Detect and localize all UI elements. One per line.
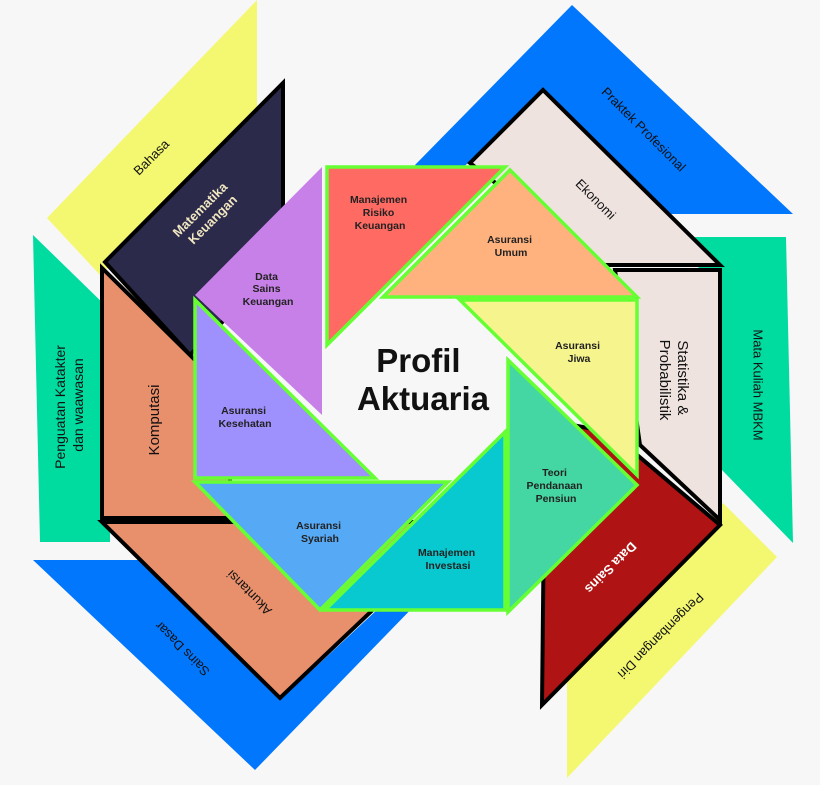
dsk-label: Data Sains Keuangan: [243, 271, 294, 308]
title-line1: Profil: [376, 342, 460, 379]
pensiun-shape: [506, 355, 640, 617]
syariah-shape: [190, 480, 453, 613]
kesehatan-shape: [193, 295, 380, 480]
syariah-line2: Syariah: [301, 533, 339, 545]
jiwa-line1: Asuransi: [555, 340, 600, 352]
risiko-line1: Manajemen: [350, 194, 407, 206]
risiko-shape: [325, 165, 510, 350]
pensiun-line2: Pendanaan: [527, 480, 583, 492]
syariah-line1: Asuransi: [296, 520, 341, 532]
mbkm-label: Mata Kuliah MBKM: [751, 329, 766, 440]
statistika-label: Statistika & Probabilistik: [656, 340, 691, 421]
komputasi-label: Komputasi: [146, 385, 163, 456]
syariah-label: Asuransi Syariah: [296, 520, 344, 545]
sains-dasar-shape: [33, 560, 420, 770]
umum-shape: [378, 167, 642, 299]
jiwa-line2: Jiwa: [568, 353, 591, 365]
investasi-shape: [320, 427, 507, 612]
investasi-line1: Manajemen: [418, 547, 475, 559]
risiko-label: Manajemen Risiko Keuangan: [350, 194, 410, 232]
dsk-line2: Sains: [253, 283, 281, 295]
kesehatan-line1: Asuransi: [221, 405, 266, 417]
page-title: Profil Aktuaria: [357, 342, 490, 417]
jiwa-label: Asuransi Jiwa: [555, 340, 603, 365]
penguatan-shape: [33, 235, 110, 542]
jiwa-shape: [455, 298, 639, 480]
risiko-line2: Risiko: [363, 207, 395, 219]
umum-line2: Umum: [495, 247, 528, 259]
bahasa-shape: [47, 0, 257, 275]
kesehatan-line2: Kesehatan: [218, 418, 271, 430]
pensiun-label: Teori Pendanaan Pensiun: [527, 467, 586, 505]
statistika-line2: Probabilistik: [656, 340, 673, 421]
title-line2: Aktuaria: [357, 380, 490, 417]
statistika-line1: Statistika &: [674, 340, 691, 415]
praktek-shape: [415, 5, 793, 214]
investasi-label: Manajemen Investasi: [418, 547, 478, 572]
penguatan-line2: dan waawasan: [70, 358, 86, 451]
umum-label: Asuransi Umum: [487, 234, 535, 259]
pengembangan-shape: [567, 503, 777, 778]
dsk-line3: Keuangan: [243, 296, 294, 308]
pensiun-line3: Pensiun: [536, 493, 577, 505]
risiko-line3: Keuangan: [355, 220, 406, 232]
kesehatan-label: Asuransi Kesehatan: [218, 405, 271, 430]
penguatan-line1: Penguatan Katakter: [52, 345, 68, 469]
data-sains-keuangan-shape: [195, 167, 322, 415]
penguatan-label: Penguatan Katakter dan waawasan: [52, 341, 86, 469]
umum-line1: Asuransi: [487, 234, 532, 246]
dsk-line1: Data: [255, 271, 278, 283]
investasi-line2: Investasi: [426, 560, 471, 572]
pensiun-line1: Teori: [542, 467, 567, 479]
